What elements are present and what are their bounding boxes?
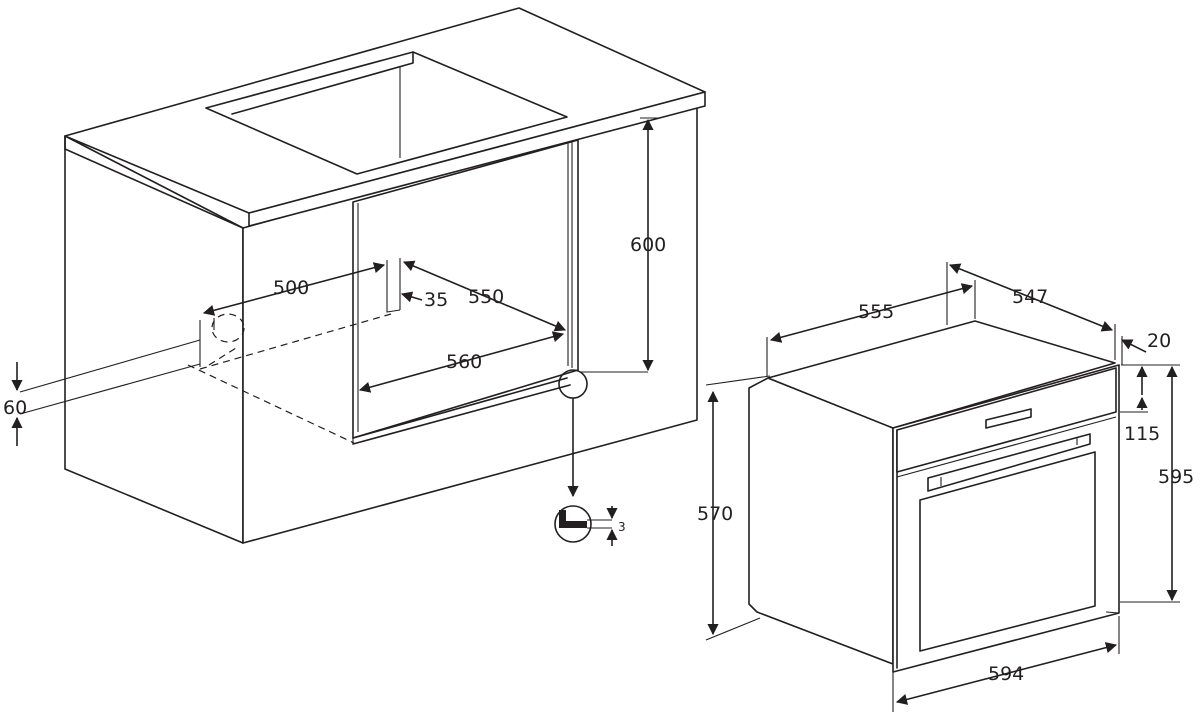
dim-vent-gap: 60: [3, 397, 27, 419]
dim-niche-height: 600: [630, 234, 666, 256]
dim-depth-body: 547: [1012, 286, 1048, 308]
dim-depth: 550: [468, 286, 504, 308]
corner-detail-callout: 3: [554, 505, 626, 546]
countertop-front-edge: [248, 91, 706, 227]
oven-dimensions: 555 547 20 115 595 570 594: [697, 262, 1194, 712]
cabinet-dimensions: 600 500 550 35 560 60 3: [3, 117, 666, 546]
dim-panel-height: 115: [1124, 423, 1160, 445]
countertop-cutout: [205, 51, 568, 175]
dim-width: 500: [273, 277, 309, 299]
oven-handle: [927, 433, 1091, 492]
oven-control-panel: [896, 367, 1117, 473]
oven: [748, 320, 1120, 673]
oven-display: [985, 408, 1032, 429]
dim-detail-gap: 3: [618, 520, 626, 534]
cabinet: [64, 7, 706, 544]
dim-depth-total: 555: [858, 301, 894, 323]
dim-front-thickness: 20: [1147, 330, 1171, 352]
vent-dashed-outline: [187, 364, 355, 444]
dim-niche-width: 560: [446, 351, 482, 373]
dim-body-height: 570: [697, 503, 733, 525]
oven-side: [748, 377, 894, 665]
dim-front-width: 594: [988, 663, 1024, 685]
oven-door-window: [919, 451, 1096, 652]
dim-front-height: 595: [1158, 466, 1194, 488]
vent-detail-circle: [211, 313, 245, 343]
dim-offset: 35: [424, 289, 448, 311]
